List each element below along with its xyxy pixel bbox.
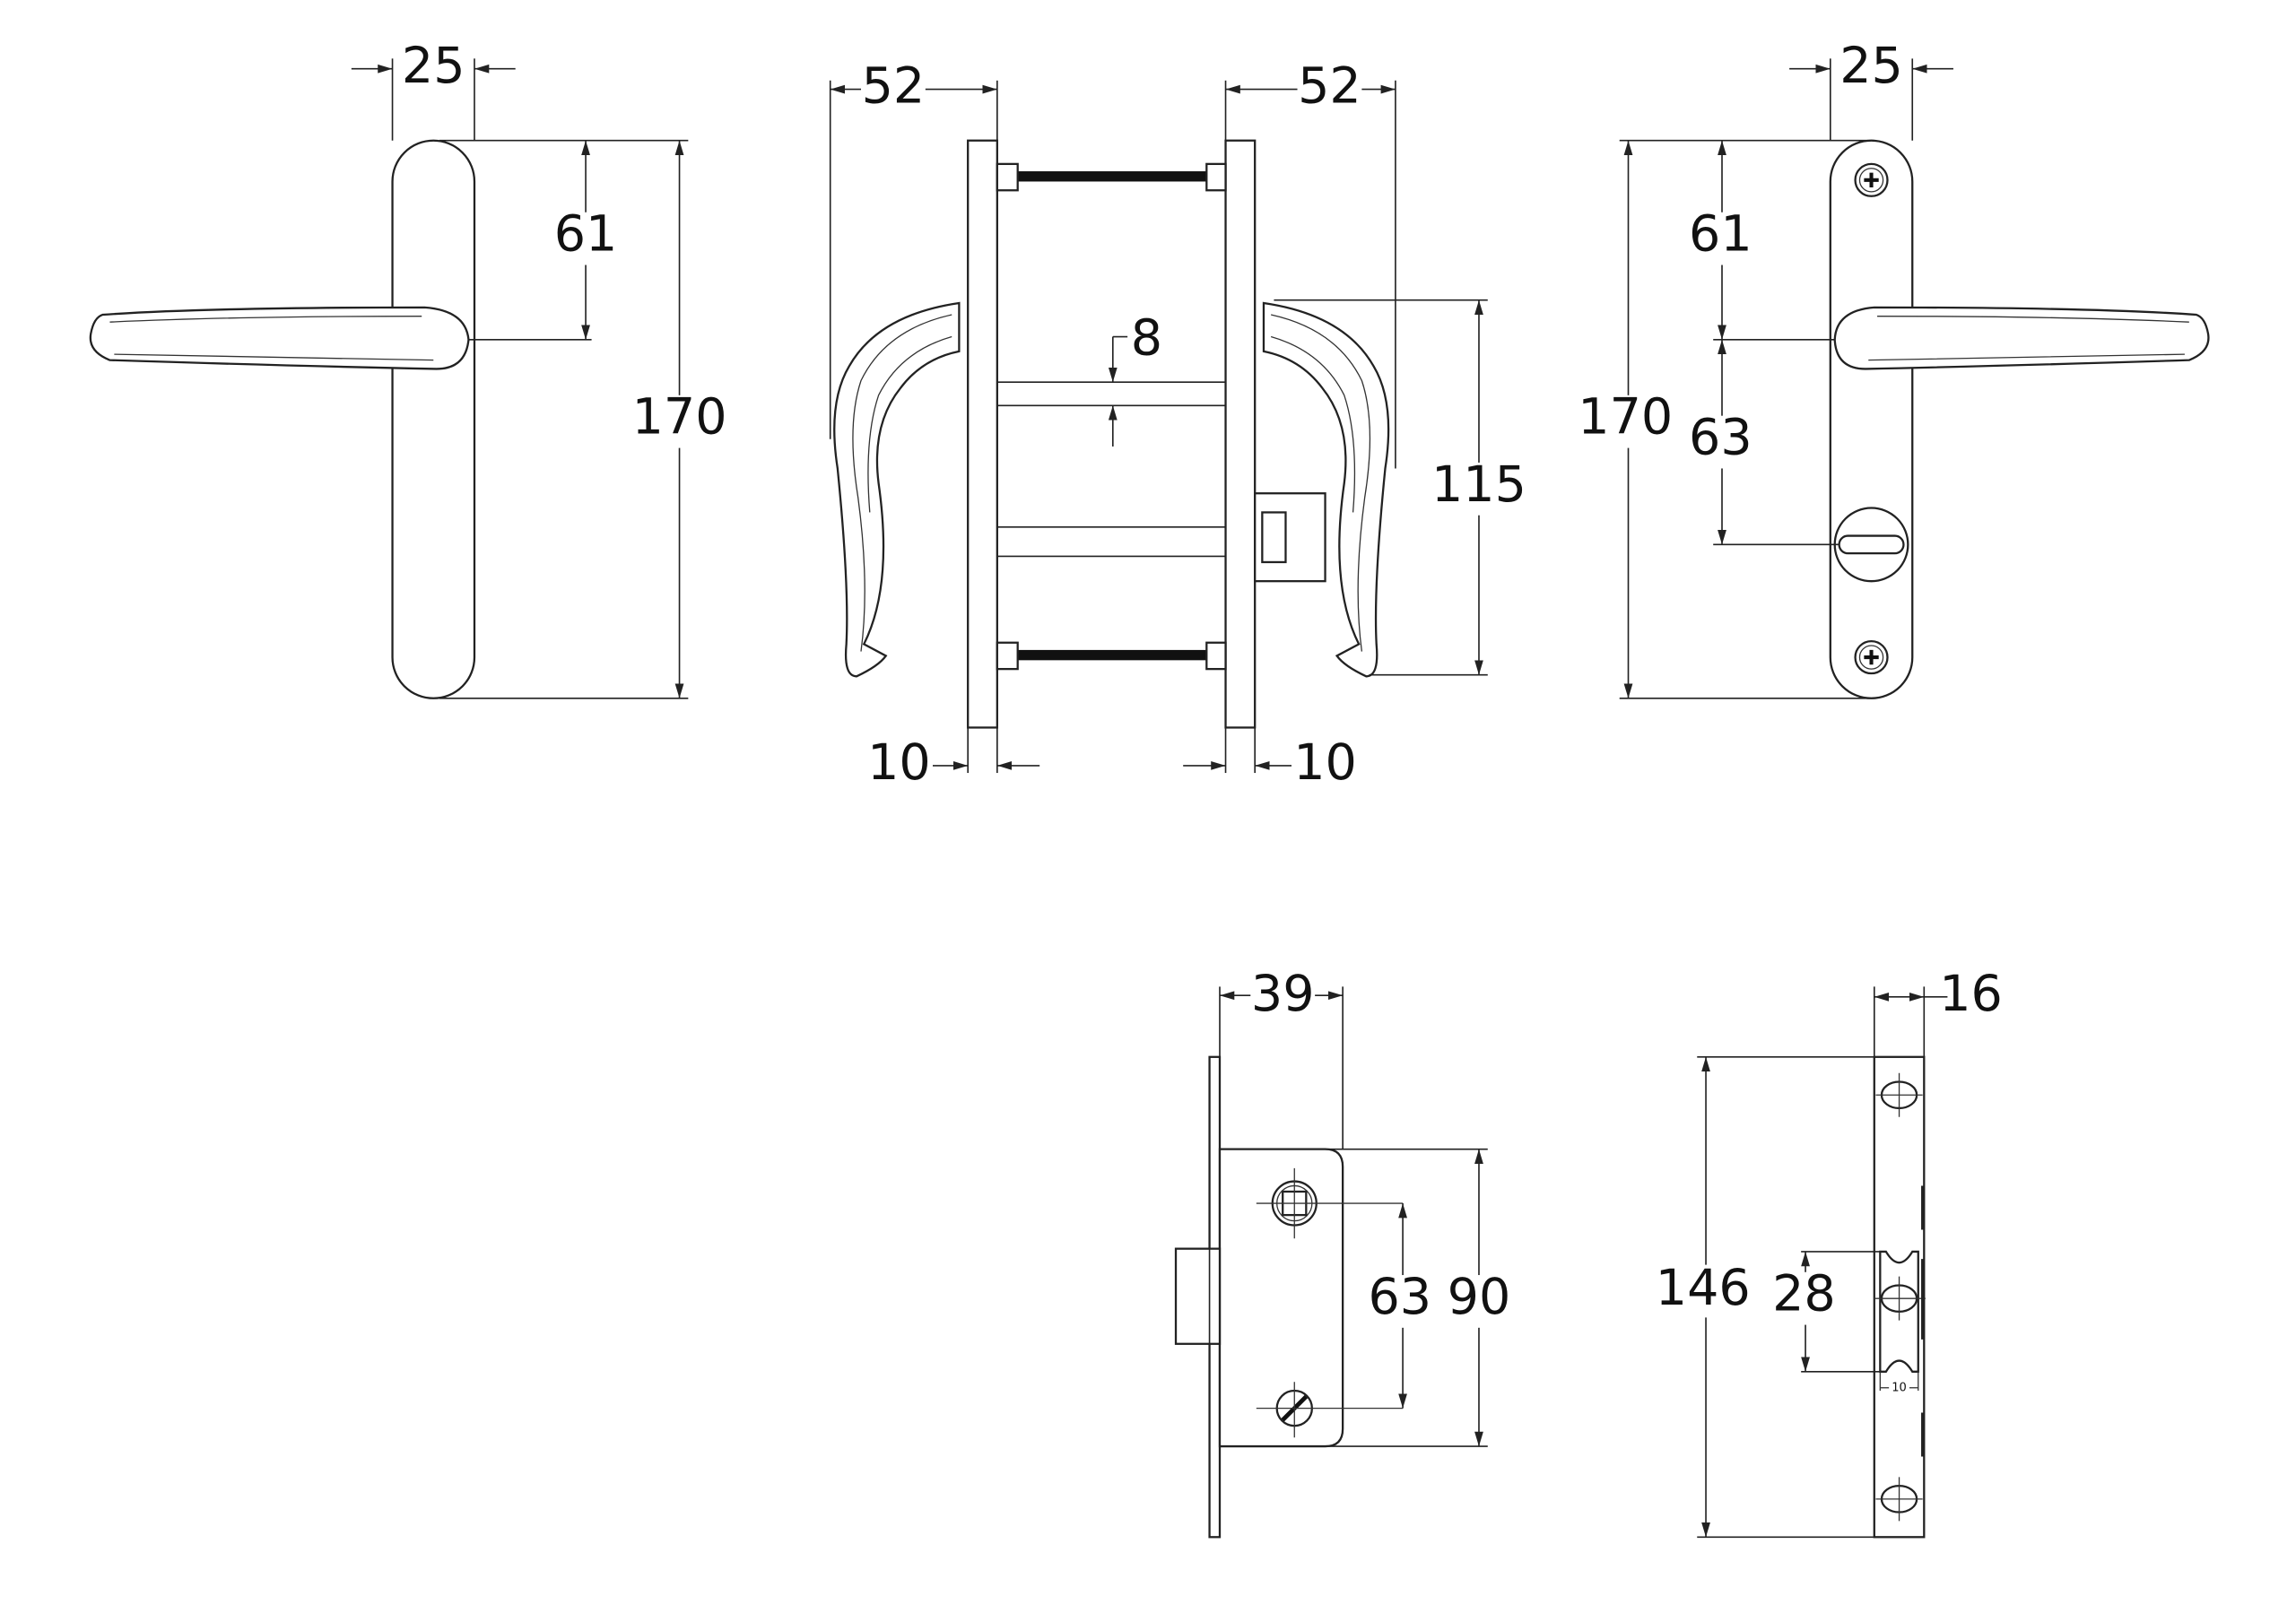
lock-front-view: 39 63 90 <box>1174 965 1511 1539</box>
handle-front-view: 25 61 170 <box>89 37 727 699</box>
dim-left-projection: 52 <box>862 57 926 116</box>
dim-plate-height: 170 <box>632 388 727 447</box>
latch-housing <box>1254 492 1326 583</box>
right-lever-side <box>1262 301 1390 678</box>
right-plate <box>1224 139 1257 729</box>
dim-plate-width: 25 <box>1839 37 1903 95</box>
dim-spindle: 8 <box>1131 309 1162 368</box>
dim-centres: 63 <box>1369 1268 1432 1326</box>
dim-handle-height: 115 <box>1431 455 1526 514</box>
backplate <box>1829 139 1914 699</box>
thumbturn-icon <box>1833 507 1909 583</box>
dim-lever-height: 61 <box>554 205 618 264</box>
screw-hole-icon <box>1875 1072 1923 1117</box>
left-lever-side <box>833 301 961 678</box>
lock-side-view: 16 10 146 28 <box>1656 965 2003 1539</box>
screw-hole-icon <box>1874 1276 1926 1321</box>
screw-hole-icon <box>1875 1477 1923 1522</box>
dim-forend-width: 16 <box>1939 965 2003 1023</box>
dim-left-plate-thickness: 10 <box>867 733 931 792</box>
handle-back-view: 25 61 63 170 <box>1578 37 2210 699</box>
handle-side-view: 52 52 8 115 10 10 <box>829 57 1526 792</box>
dim-plate-width: 25 <box>402 37 465 95</box>
bolt-top <box>1017 171 1207 182</box>
bolt-bottom <box>1017 649 1207 661</box>
dim-centres: 63 <box>1689 409 1752 467</box>
screw-icon <box>1854 639 1889 675</box>
lever <box>89 306 470 370</box>
dim-backset: 39 <box>1251 965 1315 1023</box>
lever <box>1833 306 2210 370</box>
turn-spindle-icon <box>1256 1382 1404 1438</box>
left-plate <box>967 139 998 729</box>
dim-right-projection: 52 <box>1298 57 1361 116</box>
follower-icon <box>1256 1167 1404 1239</box>
screw-icon <box>1854 162 1889 197</box>
dim-latch-width: 10 <box>1892 1381 1907 1394</box>
dim-right-plate-thickness: 10 <box>1293 733 1357 792</box>
dim-latch-height: 28 <box>1772 1265 1836 1323</box>
dim-case-height: 90 <box>1448 1268 1511 1326</box>
backplate <box>391 139 476 699</box>
dim-lever-height: 61 <box>1689 205 1752 264</box>
dim-plate-height: 170 <box>1578 388 1673 447</box>
latch-bolt <box>1174 1247 1222 1345</box>
dim-forend-height: 146 <box>1656 1259 1751 1317</box>
